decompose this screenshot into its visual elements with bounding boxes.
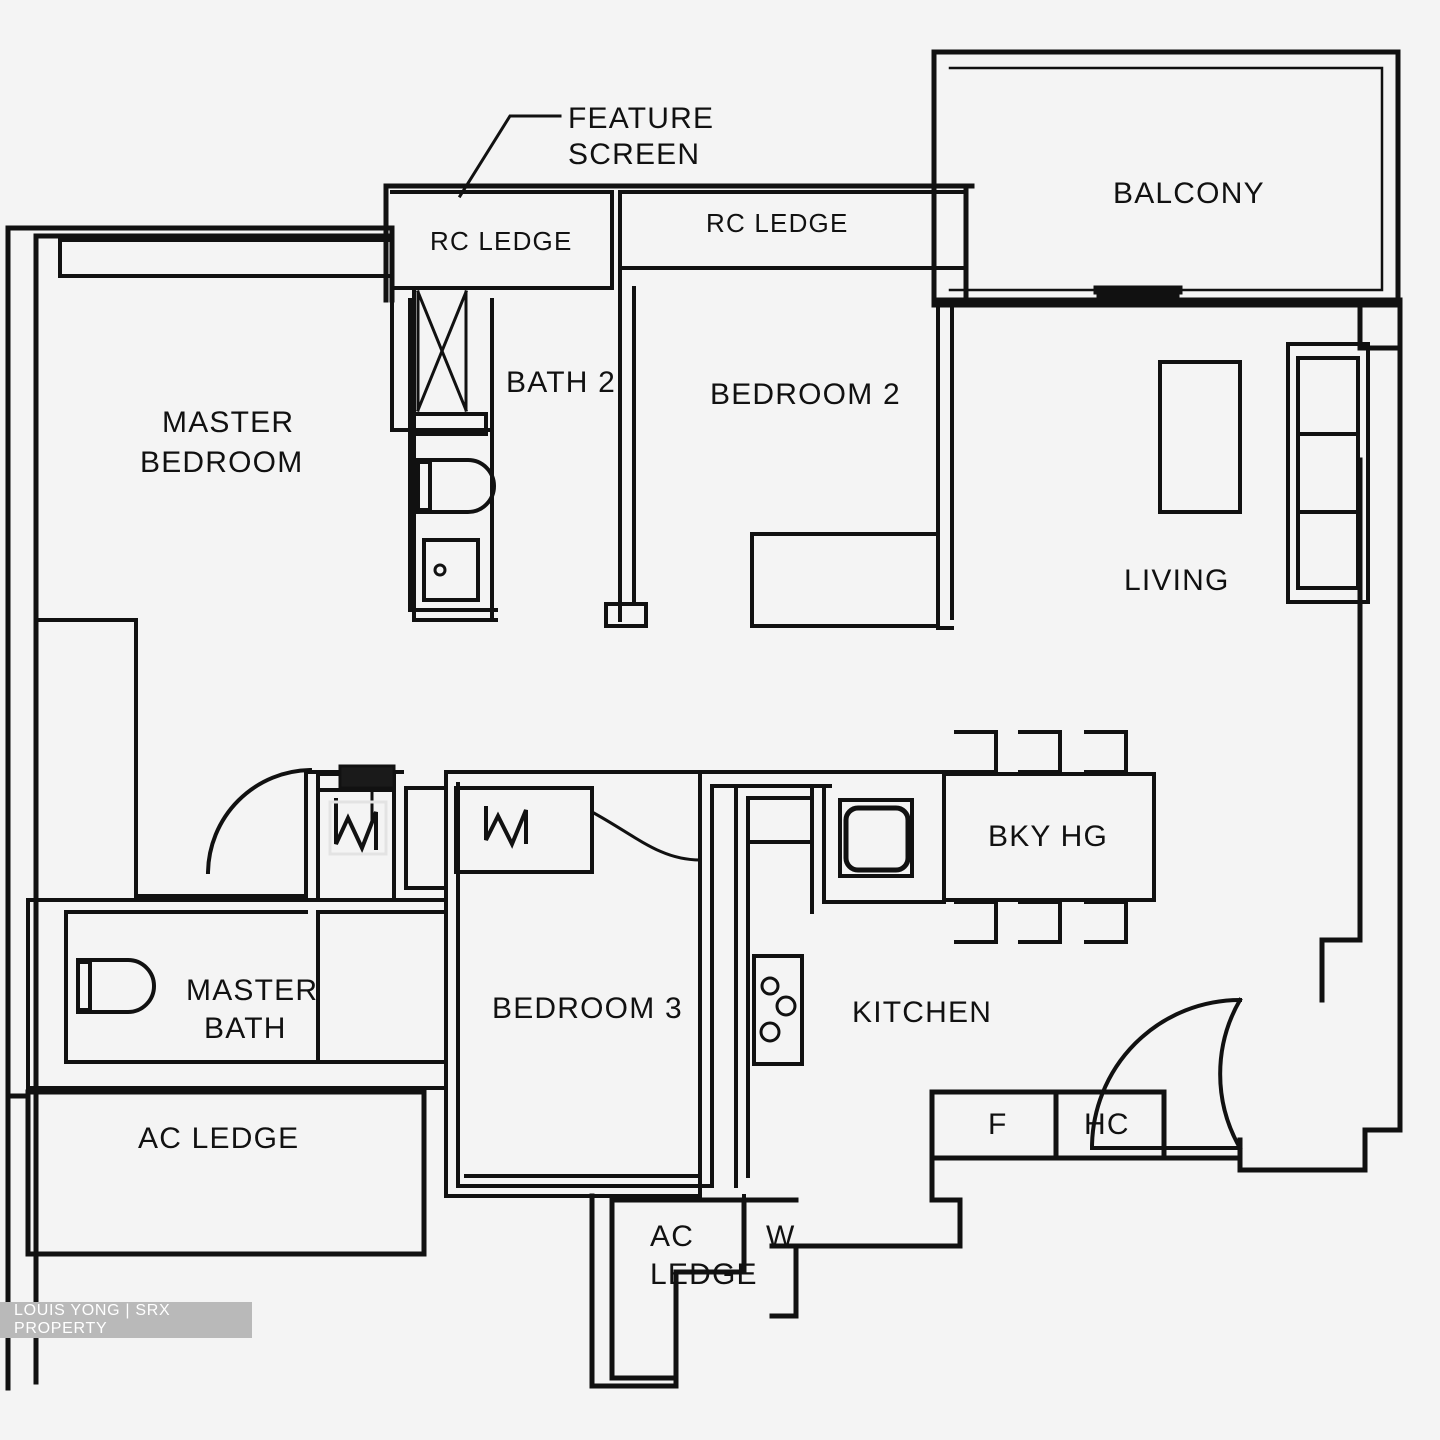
bath-2-label: BATH 2 — [506, 366, 616, 399]
bedroom3-walls — [444, 770, 714, 1198]
bedroom-3-label: BEDROOM 3 — [492, 992, 683, 1025]
master-bed-pillows — [328, 798, 388, 856]
rc-ledge-right-outline — [618, 190, 968, 270]
ac-ledge-left-outline — [5, 1089, 427, 1257]
rc-ledge-left-outline — [390, 190, 614, 290]
living-label: LIVING — [1124, 564, 1230, 597]
dining-table-label: BKY HG — [988, 820, 1108, 853]
living-sofa — [1286, 342, 1370, 604]
rc-ledge-right-label: RC LEDGE — [706, 208, 849, 238]
living-coffee-table — [1158, 360, 1242, 514]
entrance-door-swing — [1089, 997, 1243, 1151]
bath2-walls — [412, 286, 494, 622]
bath2-floor-trap — [422, 538, 480, 602]
outer-walls — [5, 49, 1403, 1391]
master-bath-wc-fixture — [76, 958, 156, 1014]
feature-screen-label-line1: FEATURE — [568, 102, 714, 135]
washer-label: W — [766, 1220, 796, 1253]
ac-ledge-left-label: AC LEDGE — [138, 1122, 299, 1155]
kitchen-hob — [752, 954, 804, 1066]
bath2-shower-symbol — [416, 290, 468, 412]
bedroom2-wardrobe — [750, 532, 940, 628]
household-cabinet-label: HC — [1084, 1108, 1130, 1141]
kitchen-sink — [838, 798, 914, 878]
bedroom3-bed-pillows — [484, 806, 528, 849]
rc-ledge-left-label: RC LEDGE — [430, 226, 573, 256]
bedroom2-walls — [604, 266, 954, 630]
ac-ledge-bottom-outline — [589, 1193, 799, 1389]
kitchen-label: KITCHEN — [852, 996, 992, 1029]
master-bedroom-door-swing — [205, 767, 313, 875]
bath2-counter — [412, 412, 488, 436]
watermark: LOUIS YONG | SRX PROPERTY — [0, 1302, 252, 1338]
feature-screen-label-line2: SCREEN — [568, 138, 700, 171]
kitchen-lower-walls — [769, 1089, 1243, 1319]
right-exterior-wall — [1237, 297, 1403, 1173]
balcony-label: BALCONY — [1113, 177, 1265, 210]
master-bed-headboard — [338, 764, 396, 824]
ac-ledge-bottom-label-line1: AC — [650, 1220, 694, 1253]
bath2-wc-fixture — [416, 458, 496, 514]
master-bedroom-label-line2: BEDROOM — [140, 446, 303, 479]
living-walls — [936, 298, 954, 630]
bedroom3-door-swing — [589, 809, 702, 862]
dining-chairs-bottom — [954, 900, 1128, 944]
master-bath-label-line2: BATH — [204, 1012, 287, 1045]
kitchen-walls — [698, 770, 954, 1188]
corridor-wardrobe — [404, 786, 448, 890]
ac-ledge-bottom-label-line2: LEDGE — [650, 1258, 758, 1291]
bedroom-2-label: BEDROOM 2 — [710, 378, 901, 411]
master-bath-label-line1: MASTER — [186, 974, 318, 1007]
fridge-label: F — [988, 1108, 1008, 1141]
dining-chairs-top — [954, 730, 1128, 774]
feature-screen-leader — [457, 114, 562, 199]
master-bedroom-label-line1: MASTER — [162, 406, 294, 439]
bath2-bottom-wall — [412, 608, 498, 622]
master-bath-walls — [26, 898, 446, 1090]
